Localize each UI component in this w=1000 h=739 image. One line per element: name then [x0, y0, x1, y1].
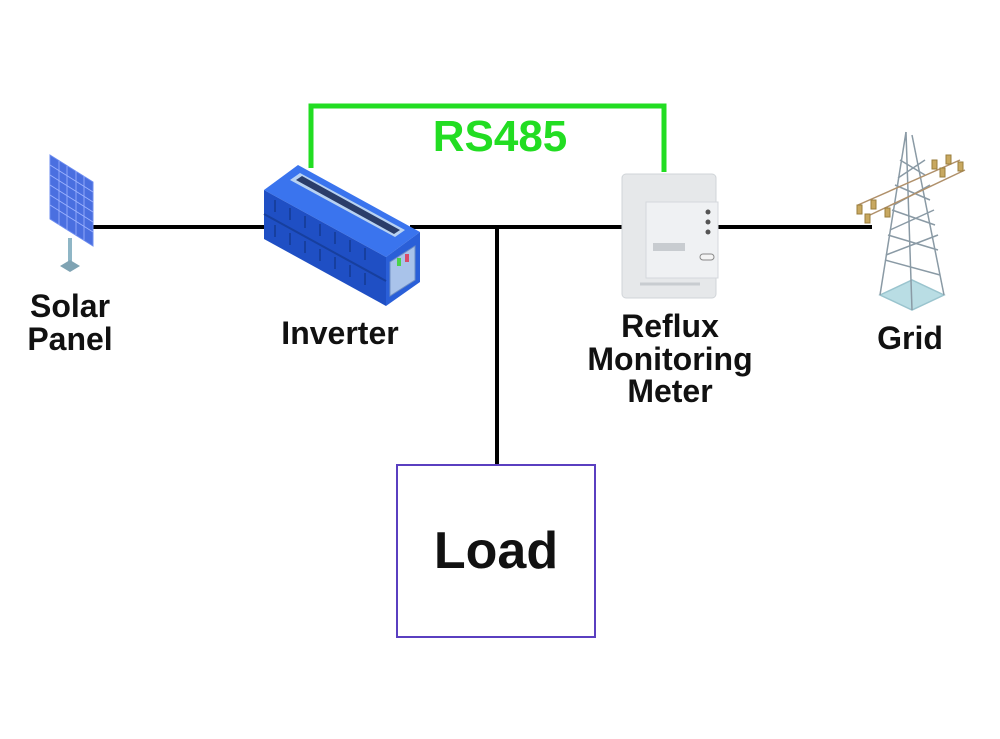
inverter-icon: [263, 165, 420, 306]
transmission-tower-icon: [856, 131, 966, 311]
load-box: Load: [396, 464, 596, 638]
load-label: Load: [433, 522, 559, 580]
energy-meter-icon: [621, 173, 719, 299]
meter-label-line1: Reflux: [621, 308, 719, 344]
solar-panel-label-line2: Panel: [27, 320, 113, 357]
grid-label: Grid: [877, 320, 943, 356]
rs485-label: RS485: [432, 112, 568, 161]
meter-label-line3: Meter: [627, 373, 713, 410]
meter-label: Reflux Monitoring Meter: [560, 310, 780, 408]
solar-panel-label: Solar Panel: [10, 290, 130, 355]
inverter-label: Inverter: [281, 315, 399, 351]
solar-panel-icon: [49, 154, 94, 272]
meter-label-line2: Monitoring: [587, 340, 753, 377]
rs485-comm-line: [308, 103, 667, 172]
solar-panel-label-line1: Solar: [29, 288, 111, 324]
